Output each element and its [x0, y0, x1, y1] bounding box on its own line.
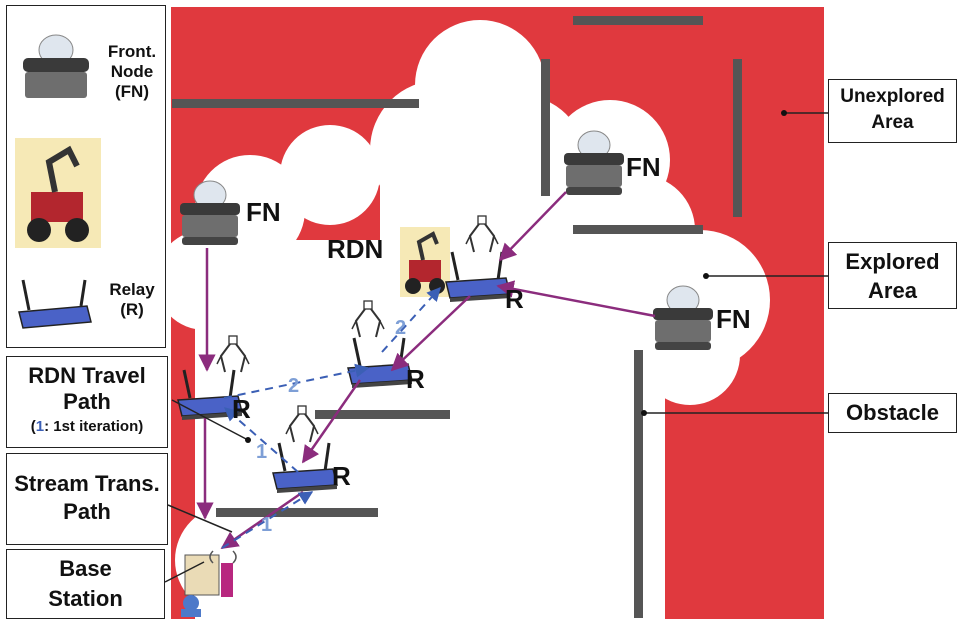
legend-frontier-label: Front. Node (FN) [107, 42, 157, 101]
relay-label-4: R [505, 284, 524, 314]
legend-panel: Front. Node (FN) Relay (R) [6, 5, 166, 348]
wall-mid [573, 225, 703, 234]
relay-label-2: R [332, 461, 351, 491]
fn-label-top: FN [626, 152, 661, 182]
callout-leaders [164, 112, 828, 583]
relay-label-3: R [406, 364, 425, 394]
wall-right-vertical [634, 350, 643, 618]
iteration-2-label-b: 2 [395, 317, 406, 339]
fn-label-right: FN [716, 304, 751, 334]
fn-label-left: FN [246, 197, 281, 227]
rdn-robot [400, 227, 450, 297]
rdn-legend-icon [15, 138, 101, 248]
legend-relay-label: Relay (R) [109, 280, 155, 319]
unexplored-label: Unexplored Area [840, 86, 945, 133]
base-station-label: Base Station [48, 556, 123, 611]
rdn-travel-path-title: RDN Travel Path [28, 363, 146, 414]
rdn-path-arrows [221, 286, 441, 549]
base-station-icon [181, 550, 237, 617]
rdn-label: RDN [327, 234, 383, 264]
obstacle-callout: Obstacle [828, 393, 957, 433]
wall-vertical-right [733, 59, 742, 217]
explored-label: Explored Area [845, 249, 940, 303]
base-station-callout: Base Station [6, 549, 165, 619]
obstacle-label: Obstacle [846, 400, 939, 425]
wall-vertical-left [541, 59, 550, 196]
iteration-1-label-b: 1 [261, 514, 272, 536]
frontier-node-legend-icon [23, 34, 89, 98]
obstacles [172, 16, 742, 618]
rdn-travel-path-callout: RDN Travel Path (1: 1st iteration) [6, 356, 168, 448]
rdn-travel-path-note: (1: 1st iteration) [30, 418, 144, 435]
iteration-1-label-a: 1 [256, 441, 267, 463]
callout-dots [245, 110, 787, 443]
unexplored-callout: Unexplored Area [828, 79, 957, 143]
stream-path-arrows [196, 191, 656, 550]
stream-path-callout: Stream Trans. Path [6, 453, 168, 545]
wall-lower [216, 508, 378, 517]
relay-label-1: R [232, 394, 251, 424]
wall-top-left [172, 99, 419, 108]
wall-center [315, 410, 450, 419]
stream-path-label: Stream Trans. Path [14, 471, 160, 524]
explored-callout: Explored Area [828, 242, 957, 309]
wall-top [573, 16, 703, 25]
relay-legend-icon [18, 279, 92, 329]
iteration-2-label-a: 2 [288, 375, 299, 397]
